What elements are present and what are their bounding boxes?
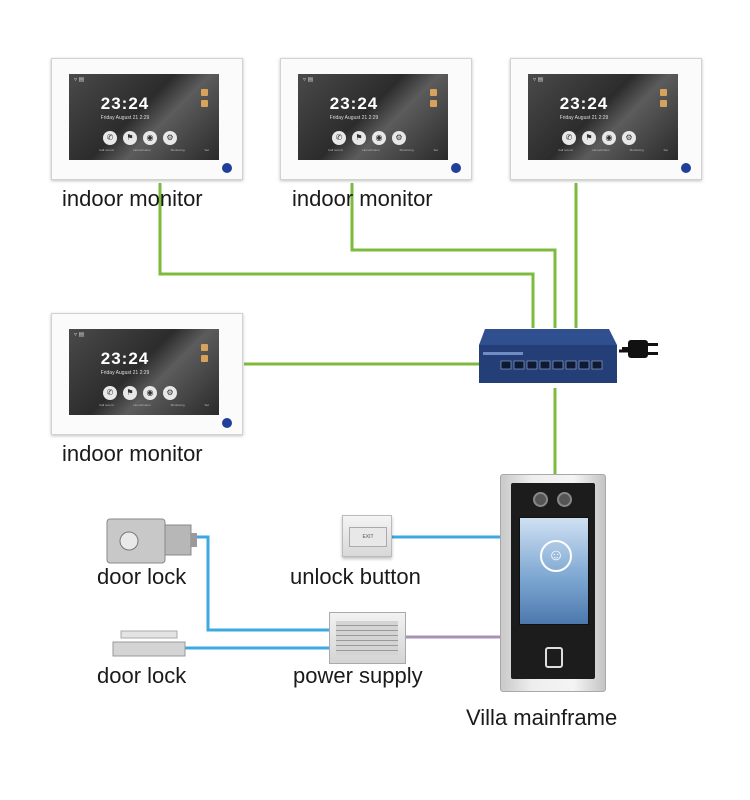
face-icon: ☺ (540, 540, 572, 572)
monitor-buttons: ✆ ⚑ ◉ ⚙ (103, 131, 177, 145)
cable-lock-1 (193, 535, 331, 632)
indoor-monitor-3: ▿ ▤ 23:24 Friday August 21 2:29 ✆ ⚑ ◉ ⚙ Cal… (510, 58, 702, 180)
indoor-monitor-4: ▿ ▤ 23:24 Friday August 21 2:29 ✆ ⚑ ◉ ⚙ Cal… (51, 313, 243, 435)
running-person-icon: ⚑ (582, 131, 596, 145)
indoor-monitor-2: ▿ ▤ 23:24 Friday August 21 2:29 ✆ ⚑ ◉ ⚙ Cal… (280, 58, 472, 180)
home-status-icons (430, 89, 438, 111)
status-icons: ▿ ▤ (303, 77, 314, 83)
camera-icon: ◉ (143, 386, 157, 400)
monitor-screen: ▿ ▤ 23:24 Friday August 21 2:29 ✆ ⚑ ◉ ⚙ Cal… (69, 74, 219, 160)
lan-cable-monitor-2 (350, 183, 557, 328)
label-indoor-monitor-2: indoor monitor (292, 186, 433, 211)
mainframe-panel: ☺ (511, 483, 595, 679)
phone-icon: ✆ (332, 131, 346, 145)
running-person-icon: ⚑ (123, 131, 137, 145)
monitor-buttons: ✆ ⚑ ◉ ⚙ (332, 131, 406, 145)
running-person-icon: ⚑ (123, 386, 137, 400)
ethernet-ports (500, 360, 603, 370)
card-reader-icon (545, 647, 563, 668)
home-status-icons (201, 89, 209, 111)
monitor-clock: 23:24 (100, 349, 150, 368)
gear-icon: ⚙ (163, 386, 177, 400)
camera-lens-icon (533, 492, 548, 507)
indoor-monitor-1: ▿ ▤ 23:24 Friday August 21 2:29 ✆ ⚑ ◉ ⚙ Cal… (51, 58, 243, 180)
phone-icon: ✆ (562, 131, 576, 145)
phone-icon: ✆ (103, 131, 117, 145)
status-icons: ▿ ▤ (533, 77, 544, 83)
brand-logo-icon (222, 418, 232, 428)
status-icons: ▿ ▤ (74, 332, 85, 338)
gear-icon: ⚙ (622, 131, 636, 145)
villa-mainframe: ☺ (500, 474, 606, 692)
monitor-buttons: ✆ ⚑ ◉ ⚙ (562, 131, 636, 145)
power-plug-icon (622, 340, 658, 358)
monitor-date: Friday August 21 2:29 (559, 115, 609, 121)
lan-cable-monitor-1 (158, 183, 535, 328)
monitor-screen: ▿ ▤ 23:24 Friday August 21 2:29 ✆ ⚑ ◉ ⚙ Cal… (298, 74, 448, 160)
label-villa-mainframe: Villa mainframe (466, 705, 618, 730)
brand-logo-icon (681, 163, 691, 173)
monitor-screen: ▿ ▤ 23:24 Friday August 21 2:29 ✆ ⚑ ◉ ⚙ Cal… (528, 74, 678, 160)
label-door-lock-1: door lock (97, 564, 187, 589)
monitor-date: Friday August 21 2:29 (329, 115, 379, 121)
label-door-lock-2: door lock (97, 663, 187, 688)
camera-icon: ◉ (143, 131, 157, 145)
camera-icon: ◉ (602, 131, 616, 145)
label-unlock-button: unlock button (290, 564, 421, 589)
label-indoor-monitor-1: indoor monitor (62, 186, 203, 211)
face-recognition-screen: ☺ (519, 517, 589, 625)
monitor-clock: 23:24 (100, 94, 150, 113)
label-power-supply: power supply (293, 663, 423, 688)
unlock-button-device: EXIT (342, 515, 392, 557)
camera-lens-icon (557, 492, 572, 507)
gear-icon: ⚙ (163, 131, 177, 145)
door-lock-1 (106, 518, 197, 564)
brand-logo-icon (222, 163, 232, 173)
lock-cables (185, 535, 501, 650)
monitor-clock: 23:24 (329, 94, 379, 113)
exit-plate: EXIT (349, 527, 387, 547)
phone-icon: ✆ (103, 386, 117, 400)
monitor-buttons: ✆ ⚑ ◉ ⚙ (103, 386, 177, 400)
gear-icon: ⚙ (392, 131, 406, 145)
terminal-strip (336, 621, 398, 655)
monitor-screen: ▿ ▤ 23:24 Friday August 21 2:29 ✆ ⚑ ◉ ⚙ Cal… (69, 329, 219, 415)
monitor-clock: 23:24 (559, 94, 609, 113)
monitor-date: Friday August 21 2:29 (100, 115, 150, 121)
home-status-icons (201, 344, 209, 366)
door-lock-2 (112, 630, 186, 657)
home-status-icons (660, 89, 668, 111)
status-icons: ▿ ▤ (74, 77, 85, 83)
network-switch (479, 329, 617, 383)
brand-logo-icon (451, 163, 461, 173)
power-supply-device (329, 612, 406, 664)
label-indoor-monitor-4: indoor monitor (62, 441, 203, 466)
running-person-icon: ⚑ (352, 131, 366, 145)
monitor-date: Friday August 21 2:29 (100, 370, 150, 376)
lan-cables (158, 183, 578, 476)
camera-icon: ◉ (372, 131, 386, 145)
